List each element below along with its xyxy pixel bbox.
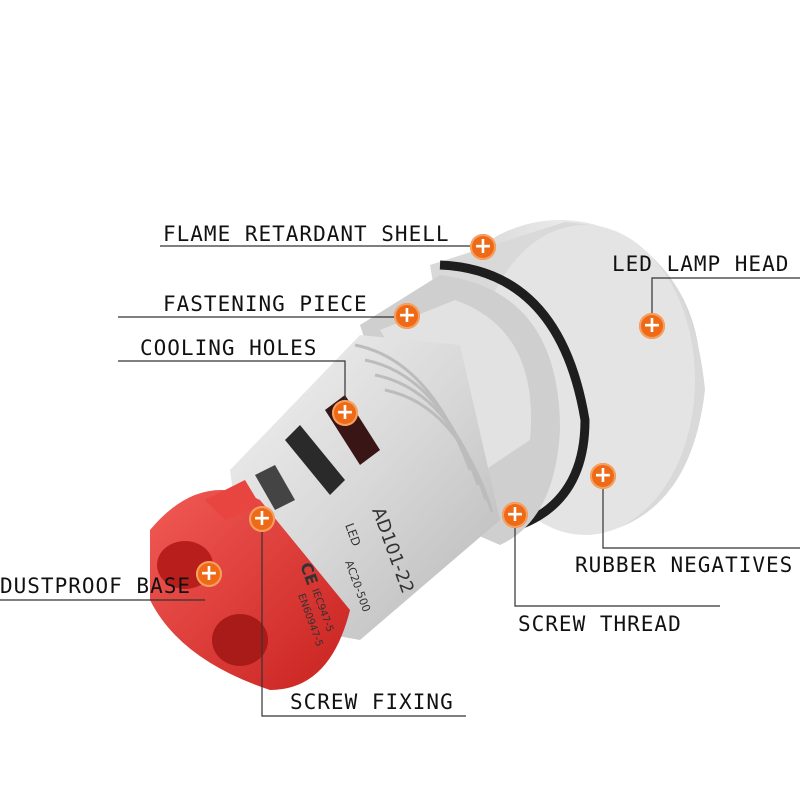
plus-marker-screw-fixing[interactable]: + [249,506,275,532]
label-flame-retardant-shell: FLAME RETARDANT SHELL [163,222,450,246]
label-screw-fixing: SCREW FIXING [290,690,454,714]
plus-marker-screw-thread[interactable]: + [502,502,528,528]
plus-marker-dustproof-base[interactable]: + [196,561,222,587]
label-screw-thread: SCREW THREAD [518,612,682,636]
plus-marker-cooling-holes[interactable]: + [332,400,358,426]
label-dustproof-base: DUSTPROOF BASE [0,574,192,598]
label-rubber-negatives: RUBBER NEGATIVES [575,553,794,577]
label-fastening-piece: FASTENING PIECE [163,292,368,316]
rubber-ring [439,260,590,530]
plus-marker-fastening-piece[interactable]: + [394,303,420,329]
plus-marker-led-lamp-head[interactable]: + [639,313,665,339]
label-led-lamp-head: LED LAMP HEAD [612,252,790,276]
plus-marker-rubber-negatives[interactable]: + [590,463,616,489]
plus-marker-flame-retardant-shell[interactable]: + [470,234,496,260]
label-cooling-holes: COOLING HOLES [140,336,318,360]
